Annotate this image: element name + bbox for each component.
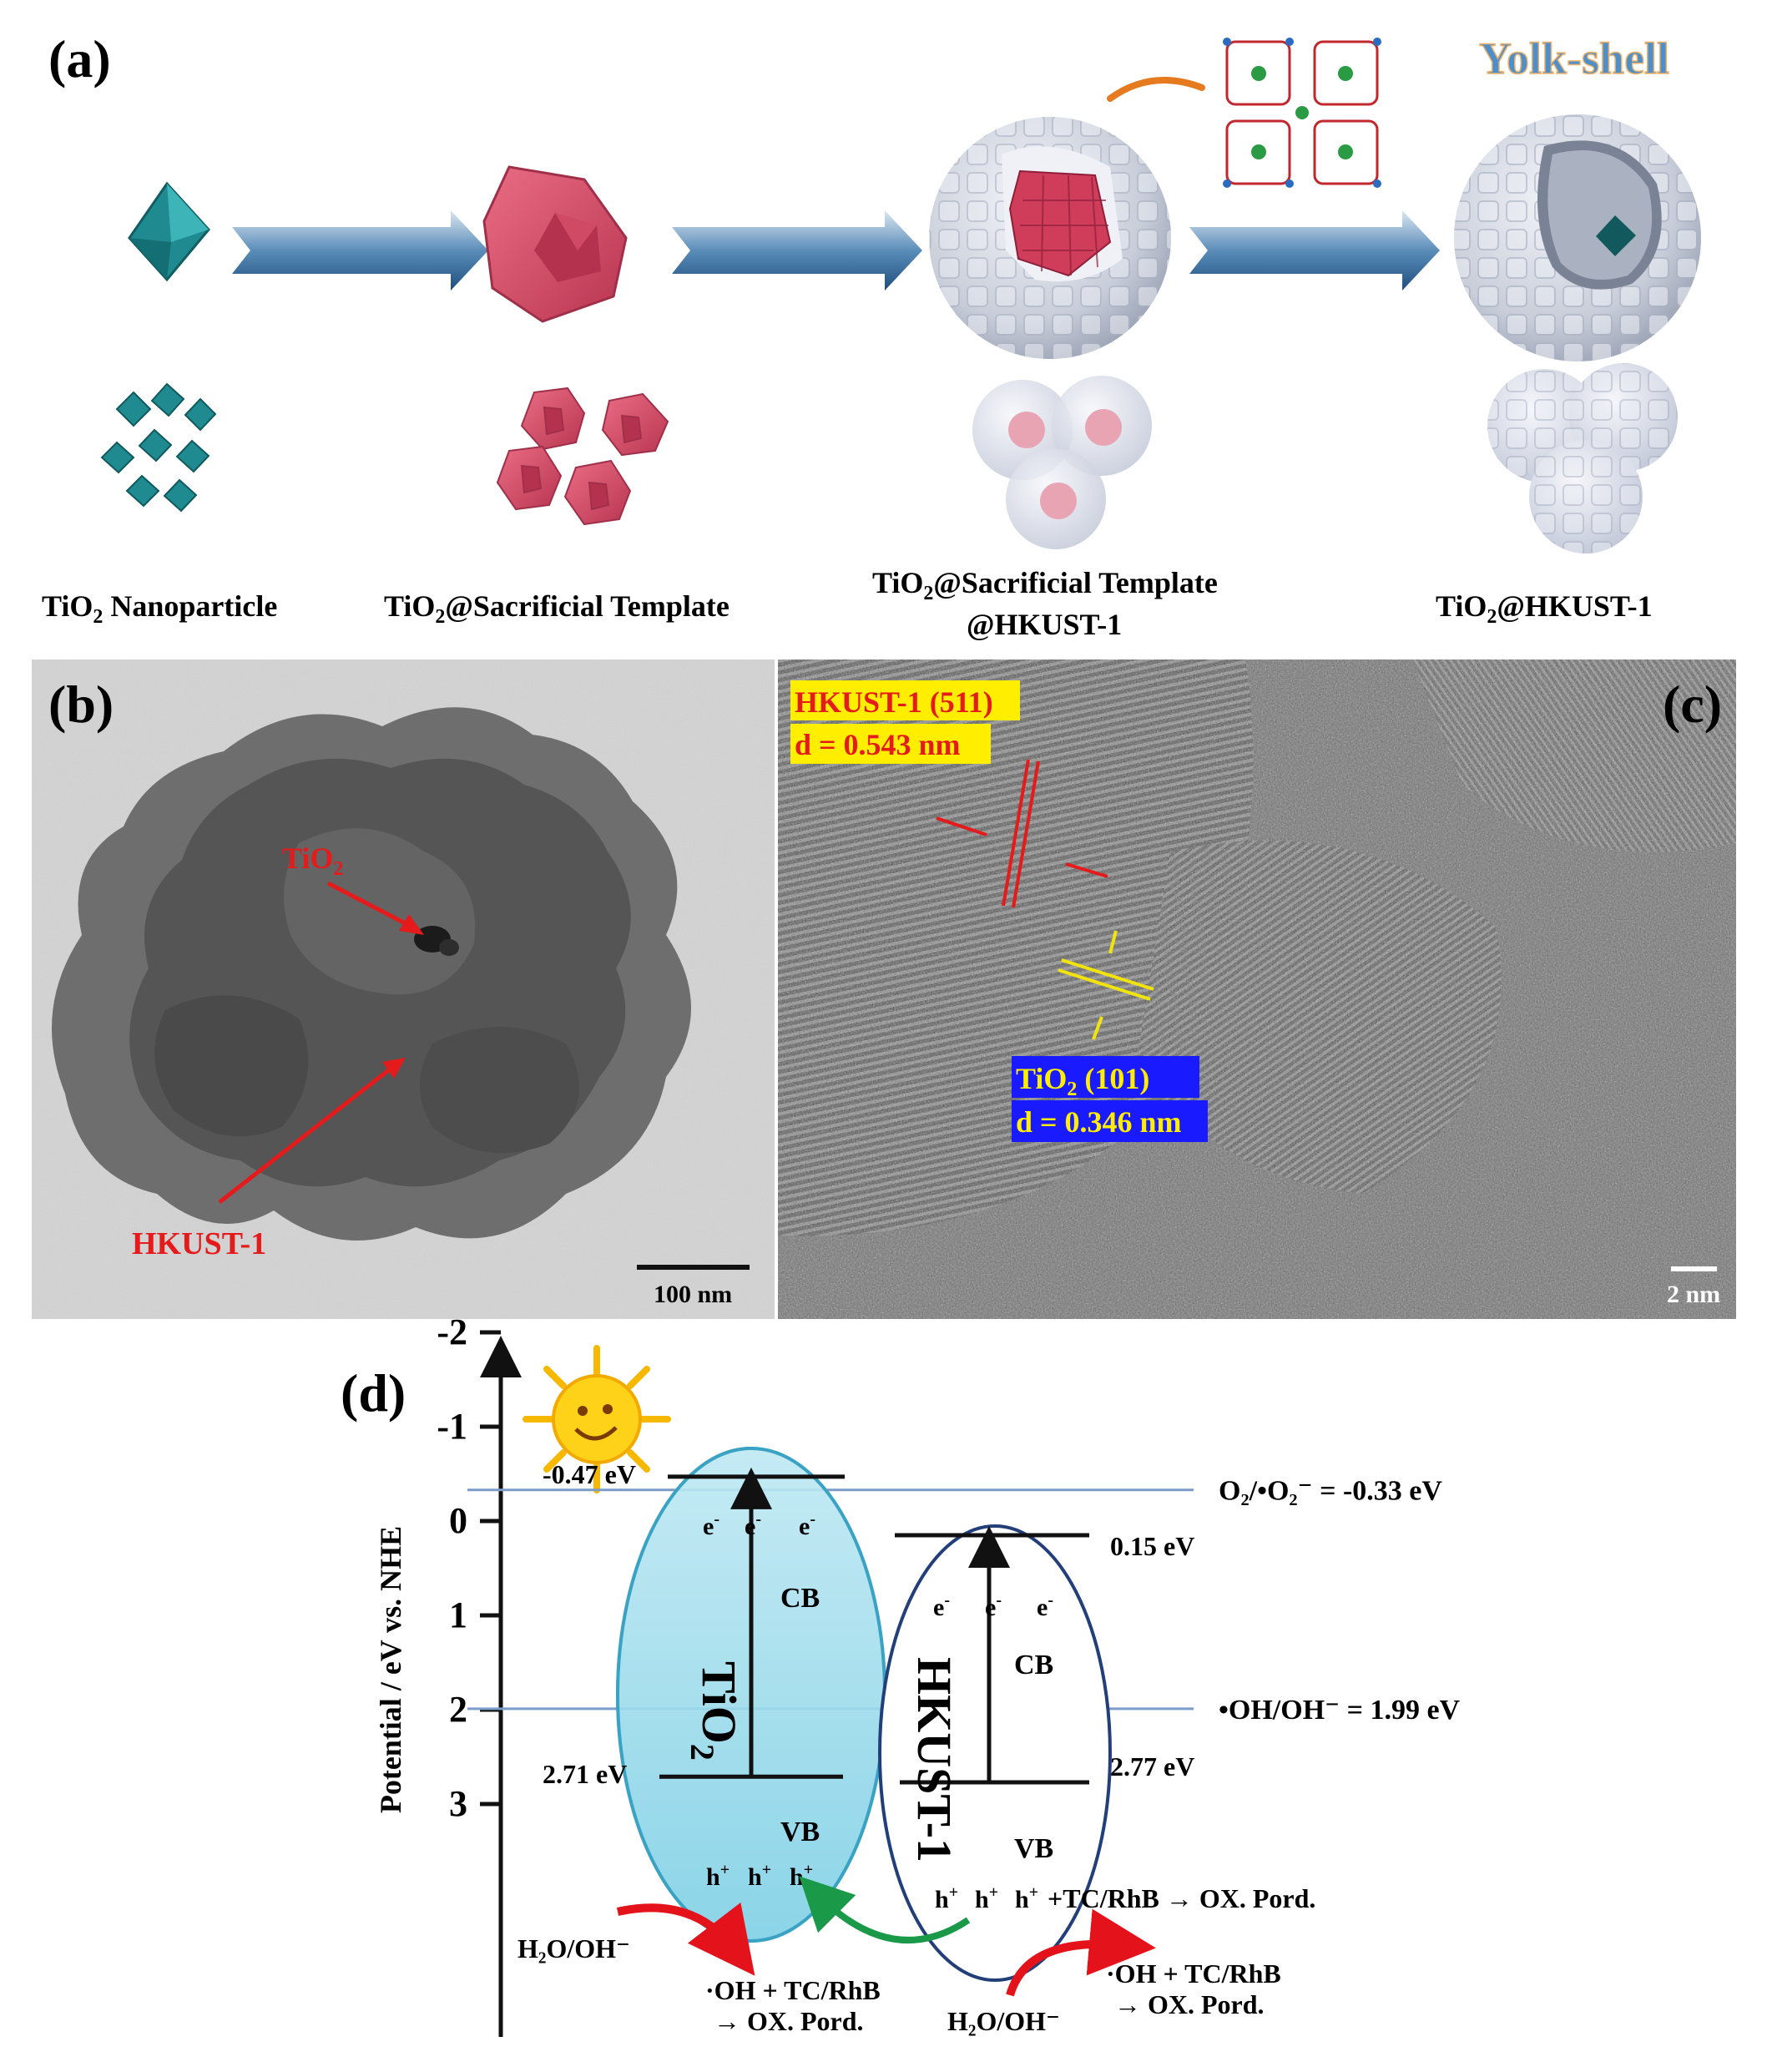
panel-c-hrtem-image: (c) HKUST-1 (511) d = 0.543 nm TiO2 (101… — [778, 660, 1736, 1319]
tio2-annotation: TiO2 — [282, 841, 424, 935]
y-tick-label: 0 — [449, 1500, 467, 1541]
svg-text:h+: h+ — [1015, 1883, 1038, 1913]
tio2-holes: h+ h+ h+ — [706, 1861, 813, 1891]
sun-icon — [523, 1345, 671, 1493]
hkust-lattice-label: HKUST-1 (511) d = 0.543 nm — [790, 680, 1020, 764]
tio2-lattice-label: TiO2 (101) d = 0.346 nm — [1012, 1056, 1208, 1142]
panel-b-tem-image: (b) TiO2 HKUST-1 100 nm — [32, 660, 775, 1319]
svg-text:d = 0.346 nm: d = 0.346 nm — [1016, 1105, 1182, 1139]
tio2-nanoparticles-icon — [100, 382, 217, 513]
template-particles-icon — [496, 387, 669, 526]
tio2-octahedron-icon — [128, 181, 210, 282]
svg-text:100 nm: 100 nm — [654, 1281, 732, 1308]
panel-d-letter: (d) — [341, 1363, 406, 1423]
step-label: TiO2@HKUST-1 — [1436, 589, 1653, 628]
left-product-line1: ·OH + TC/RhB — [705, 1975, 881, 2005]
y-tick-label: 1 — [449, 1594, 467, 1635]
svg-text:h+: h+ — [975, 1883, 998, 1913]
hkust-shell-with-template-icon — [929, 117, 1171, 359]
process-arrow — [672, 210, 922, 291]
right-product-line1: ·OH + TC/RhB — [1106, 1958, 1281, 1989]
svg-text:HKUST-1: HKUST-1 — [132, 1226, 266, 1261]
y-tick-label: -2 — [437, 1311, 467, 1352]
panel-a-letter: (a) — [48, 29, 111, 88]
hkust-fringe-marker — [936, 759, 1108, 908]
scale-bar: 2 nm — [1667, 1266, 1720, 1308]
svg-text:TiO2 (101): TiO2 (101) — [1016, 1062, 1149, 1100]
hole-transfer-arrow — [799, 1876, 971, 1943]
step-label: TiO2 Nanoparticle — [42, 589, 277, 628]
hkust-cb-label: CB — [1014, 1650, 1053, 1680]
y-tick-label: 2 — [449, 1689, 467, 1730]
panel-a-title: Yolk-shell — [1479, 33, 1669, 83]
svg-text:h+: h+ — [706, 1861, 730, 1891]
y-axis: -2 -1 0 1 2 3 — [437, 1311, 522, 2037]
step-label: TiO2@Sacrificial Template — [872, 566, 1218, 604]
step-label: TiO2@Sacrificial Template — [384, 589, 730, 628]
yolk-shell-icon — [1454, 114, 1701, 361]
hkust-electrons: e- e- e- — [933, 1591, 1053, 1621]
panel-a: (a) Yolk-shell — [42, 29, 1701, 641]
hkust-holes: h+ h+ h+ — [935, 1883, 1038, 1913]
left-product-line2: → OX. Pord. — [714, 2006, 864, 2036]
sacrificial-template-icon — [482, 165, 628, 323]
scale-bar: 100 nm — [637, 1265, 750, 1308]
o2-reference-label: O₂/•O₂⁻ = -0.33 eV — [1219, 1476, 1442, 1507]
hkust-annotation: HKUST-1 — [132, 1058, 406, 1261]
process-arrow — [1189, 210, 1440, 291]
svg-text:h+: h+ — [935, 1883, 958, 1913]
svg-text:d = 0.543 nm: d = 0.543 nm — [795, 728, 961, 761]
svg-text:e-: e- — [745, 1510, 761, 1540]
right-oxidation-arrow — [1006, 1908, 1156, 1997]
y-axis-label: Potential / eV vs. NHE — [374, 1526, 407, 1813]
tio2-vb-label: VB — [780, 1817, 820, 1847]
oh-reference-label: •OH/OH⁻ = 1.99 eV — [1219, 1695, 1461, 1726]
y-tick-label: 3 — [449, 1783, 467, 1824]
tio2-cb-value: -0.47 eV — [543, 1459, 636, 1489]
tio2-vb-value: 2.71 eV — [543, 1759, 627, 1789]
tio2-cb-label: CB — [780, 1583, 820, 1614]
panel-d-band-diagram: (d) -2 -1 0 1 2 3 Potential / eV vs. NHE O₂/•… — [341, 1311, 1461, 2037]
svg-text:HKUST-1 (511): HKUST-1 (511) — [795, 685, 993, 719]
panel-b-letter: (b) — [48, 675, 114, 734]
svg-text:e-: e- — [1037, 1591, 1053, 1621]
mof-structure-icon — [1107, 38, 1381, 188]
hkust-cb-value: 0.15 eV — [1110, 1531, 1194, 1561]
svg-text:TiO2: TiO2 — [282, 841, 343, 880]
svg-text:e-: e- — [799, 1510, 815, 1540]
shell-particles-icon — [972, 376, 1152, 549]
hkust-vb-label: VB — [1014, 1833, 1053, 1864]
tio2-fringe-marker — [1058, 930, 1154, 1040]
hkust-vb-value: 2.77 eV — [1110, 1751, 1194, 1781]
process-arrow — [232, 210, 488, 291]
right-h2o-label: H₂O/OH⁻ — [947, 2006, 1060, 2036]
hkust-name: HKUST-1 — [907, 1657, 962, 1862]
svg-text:e-: e- — [703, 1510, 719, 1540]
y-tick-label: -1 — [437, 1406, 467, 1447]
yolk-shell-particles-icon — [1487, 363, 1678, 553]
svg-text:e-: e- — [985, 1591, 1002, 1621]
tio2-name: TiO2 — [684, 1661, 746, 1761]
tio2-electrons: e- e- e- — [703, 1510, 815, 1540]
hole-reaction: +TC/RhB → OX. Pord. — [1048, 1883, 1315, 1913]
panel-c-letter: (c) — [1663, 675, 1722, 734]
step-label-line2: @HKUST-1 — [967, 608, 1122, 641]
left-oxidation-arrow — [616, 1902, 755, 1976]
svg-text:h+: h+ — [748, 1861, 771, 1891]
svg-text:2 nm: 2 nm — [1667, 1281, 1720, 1308]
svg-text:e-: e- — [933, 1591, 950, 1621]
left-h2o-label: H₂O/OH⁻ — [517, 1933, 630, 1963]
right-product-line2: → OX. Pord. — [1114, 1989, 1265, 2019]
